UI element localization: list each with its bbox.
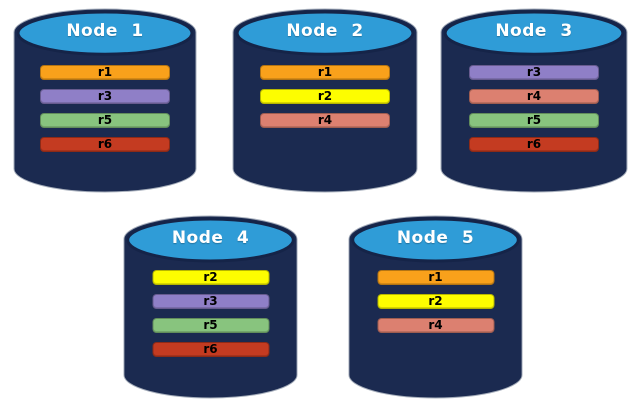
node-title: Node 5	[396, 228, 475, 248]
region-list: r1 r2 r4	[260, 65, 390, 137]
region-bar-r4: r4	[260, 113, 390, 128]
region-bar-r6: r6	[469, 137, 599, 152]
region-list: r3 r4 r5 r6	[469, 65, 599, 161]
region-bar-r5: r5	[469, 113, 599, 128]
region-bar-r2: r2	[260, 89, 390, 104]
node-4: Node 4 r2 r3 r5 r6	[123, 215, 298, 399]
region-bar-r5: r5	[152, 318, 269, 333]
region-bar-r5: r5	[40, 113, 170, 128]
region-bar-r1: r1	[260, 65, 390, 80]
region-bar-r4: r4	[469, 89, 599, 104]
region-bar-r3: r3	[40, 89, 170, 104]
region-list: r2 r3 r5 r6	[152, 270, 269, 366]
region-bar-r1: r1	[40, 65, 170, 80]
node-5: Node 5 r1 r2 r4	[348, 215, 523, 399]
region-list: r1 r2 r4	[377, 270, 494, 342]
region-bar-r1: r1	[377, 270, 494, 285]
region-bar-r3: r3	[152, 294, 269, 309]
node-title: Node 4	[171, 228, 250, 248]
region-bar-r3: r3	[469, 65, 599, 80]
node-title: Node 3	[495, 21, 573, 41]
region-bar-r4: r4	[377, 318, 494, 333]
node-3: Node 3 r3 r4 r5 r6	[440, 8, 628, 193]
region-bar-r6: r6	[152, 342, 269, 357]
region-list: r1 r3 r5 r6	[40, 65, 170, 161]
region-bar-r2: r2	[377, 294, 494, 309]
node-title: Node 1	[66, 21, 144, 41]
region-bar-r2: r2	[152, 270, 269, 285]
region-bar-r6: r6	[40, 137, 170, 152]
node-2: Node 2 r1 r2 r4	[232, 8, 418, 193]
node-1: Node 1 r1 r3 r5 r6	[13, 8, 197, 193]
node-title: Node 2	[286, 21, 364, 41]
